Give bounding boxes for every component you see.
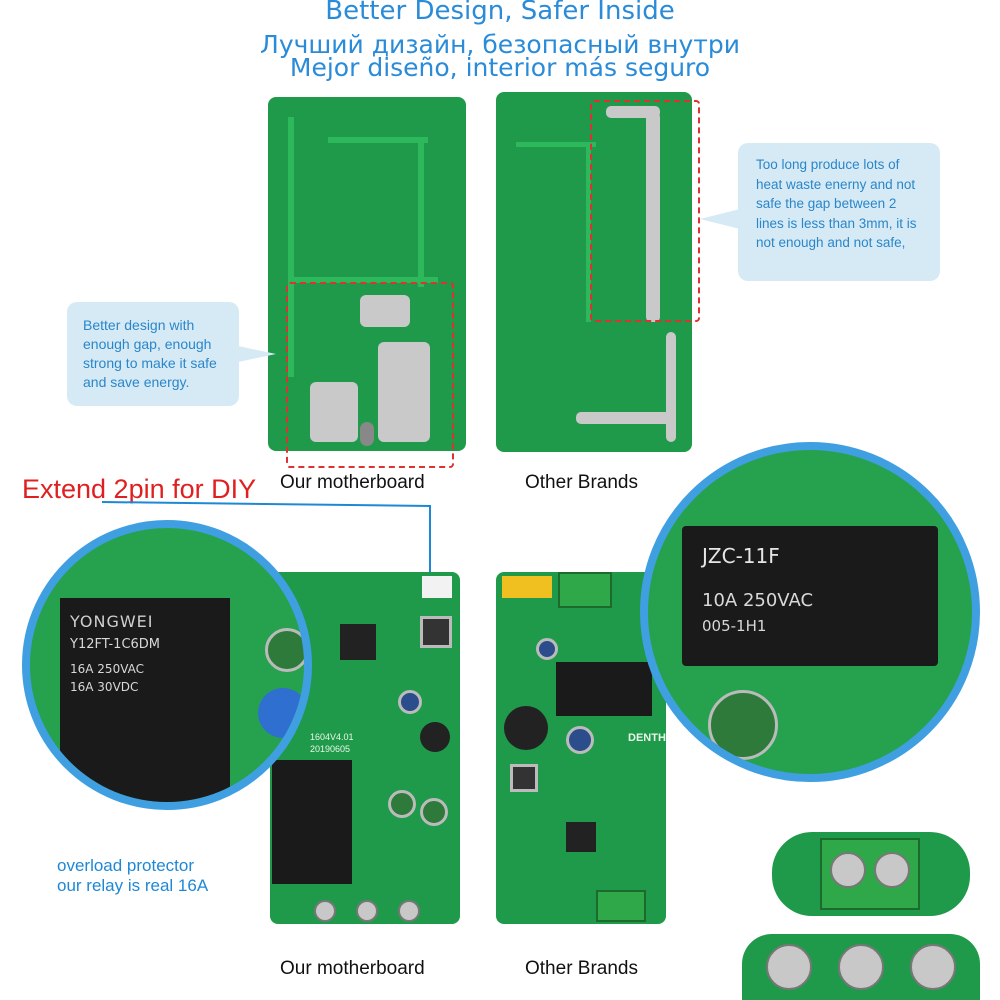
- our-relay-brand: YONGWEI: [70, 612, 154, 631]
- overload-note-line-2: our relay is real 16A: [57, 876, 209, 895]
- other-relay-closeup: JZC-11F 10A 250VAC 005-1H1: [682, 526, 938, 666]
- pcb-trace: [516, 142, 596, 147]
- capacitor: [388, 790, 416, 818]
- title-spanish: Mejor diseño, interior más seguro: [289, 53, 711, 82]
- ic-chip: [566, 822, 596, 852]
- blue-varistor: [258, 688, 304, 738]
- solder-pad-left: [310, 382, 358, 442]
- our-relay-rating-2: 16A 30VDC: [70, 680, 139, 694]
- small-relay-body: [556, 662, 652, 716]
- other-relay-magnifier: JZC-11F 10A 250VAC 005-1H1: [640, 442, 980, 782]
- pcb-trace: [288, 277, 438, 283]
- push-button: [510, 764, 538, 792]
- our-motherboard-back-photo: [268, 97, 466, 451]
- callout-pointer-right: [700, 209, 740, 229]
- diy-extension-label: Extend 2pin for DIY: [22, 474, 257, 504]
- board-version-label: 1604V4.01: [310, 732, 354, 742]
- screw: [766, 944, 812, 990]
- capacitor: [398, 690, 422, 714]
- our-relay-magnifier: YONGWEI Y12FT-1C6DM 16A 250VAC 16A 30VDC: [22, 520, 312, 810]
- diy-pointer-line: [101, 501, 431, 576]
- solder-pad-slot: [360, 422, 374, 446]
- long-solder-trace-lower: [666, 332, 676, 442]
- yellow-capacitor: [502, 576, 552, 598]
- pcb-trace: [418, 137, 424, 287]
- board-date-label: 20190605: [310, 744, 351, 754]
- solder-pad-top: [360, 295, 410, 327]
- capacitor: [420, 798, 448, 826]
- pcb-trace: [288, 117, 294, 377]
- green-terminal-top: [558, 572, 612, 608]
- solder-pad-large: [378, 342, 430, 442]
- screw: [910, 944, 956, 990]
- top-right-caption: Other Brands: [525, 472, 638, 493]
- screw-terminal: [314, 900, 336, 922]
- top-left-caption: Our motherboard: [280, 472, 425, 493]
- screw-terminal: [356, 900, 378, 922]
- our-design-callout: Better design with enough gap, enough st…: [67, 302, 239, 406]
- long-solder-trace-bottom: [576, 412, 676, 424]
- other-relay-model: JZC-11F: [702, 544, 780, 568]
- screw: [838, 944, 884, 990]
- other-relay-code: 005-1H1: [702, 617, 767, 635]
- screw: [830, 852, 866, 888]
- screw: [874, 852, 910, 888]
- our-design-callout-text: Better design with enough gap, enough st…: [83, 317, 217, 390]
- long-solder-trace-top: [606, 106, 660, 118]
- inductor: [420, 722, 450, 752]
- title-russian: Лучший дизайн, безопасный внутри: [260, 30, 740, 59]
- ic-chip: [340, 624, 376, 660]
- our-relay-model: Y12FT-1C6DM: [70, 637, 161, 652]
- green-terminal-closeup: [772, 832, 970, 916]
- capacitor: [708, 690, 778, 760]
- long-solder-trace: [646, 112, 660, 322]
- pcb-trace: [328, 137, 428, 143]
- overload-note-line-1: overload protector: [57, 856, 195, 875]
- capacitor: [536, 638, 558, 660]
- our-relay-rating-1: 16A 250VAC: [70, 662, 145, 676]
- our-relay-closeup: YONGWEI Y12FT-1C6DM 16A 250VAC 16A 30VDC: [60, 598, 230, 802]
- bottom-right-caption: Other Brands: [525, 958, 638, 979]
- other-design-callout: Too long produce lots of heat waste ener…: [738, 143, 940, 281]
- green-terminal-bottom: [596, 890, 646, 922]
- diy-2pin-header: [422, 576, 452, 598]
- title-english: Better Design, Safer Inside: [325, 0, 675, 26]
- capacitor: [265, 628, 304, 672]
- other-brand-back-photo: [496, 92, 692, 452]
- other-design-callout-text: Too long produce lots of heat waste ener…: [756, 157, 917, 250]
- inductor: [504, 706, 548, 750]
- bottom-left-caption: Our motherboard: [280, 958, 425, 979]
- other-gap-highlight-box: [590, 100, 700, 322]
- screw-terminal: [398, 900, 420, 922]
- capacitor: [566, 726, 594, 754]
- screw-terminal-closeup: [742, 934, 980, 1000]
- overload-note: overload protector our relay is real 16A: [57, 856, 208, 896]
- push-button: [420, 616, 452, 648]
- our-gap-highlight-box: [286, 282, 454, 468]
- other-brand-front-photo: DENTHP: [496, 572, 666, 924]
- relay-body: [272, 760, 352, 884]
- callout-pointer-left: [238, 346, 276, 362]
- pcb-trace: [586, 142, 591, 322]
- other-relay-rating: 10A 250VAC: [702, 590, 814, 611]
- other-brand-mark: DENTHP: [628, 732, 666, 744]
